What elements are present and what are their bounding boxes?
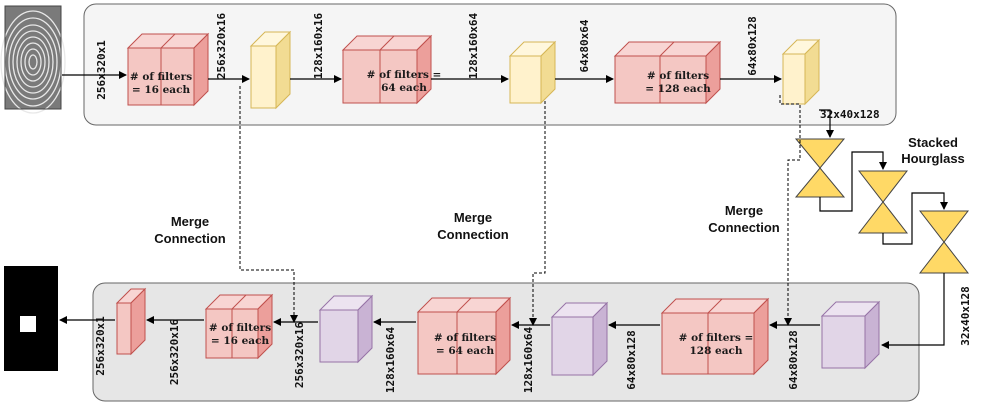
dim-enc-pool3: 32x40x128: [820, 108, 880, 121]
dim-dec-conv2-in: 128x160x64: [522, 327, 535, 394]
hourglass-2: [857, 170, 909, 234]
encoder-arrows: [62, 71, 834, 138]
decoder-conv16-label-2: = 16 each: [211, 335, 270, 347]
hourglass-1: [794, 138, 846, 198]
merge-label-1-line1: Merge: [171, 214, 209, 229]
encoder-pool-block-1: [249, 30, 292, 110]
merge-label-1-line2: Connection: [154, 231, 226, 246]
encoder-conv-block-128: # of filters = 128 each: [613, 40, 722, 105]
hourglass-label-2: Hourglass: [901, 151, 965, 166]
encoder-conv64-label-1: # of filters =: [367, 69, 442, 81]
encoder-conv-block-16: # of filters = 16 each: [126, 32, 210, 107]
dim-dec-up2: 128x160x64: [384, 327, 397, 394]
dim-dec-in: 32x40x128: [959, 286, 972, 346]
decoder-upsample-block-3: [820, 300, 881, 370]
encoder-conv16-label-1: # of filters: [130, 71, 192, 83]
merge-label-2-line1: Merge: [454, 210, 492, 225]
merge-label-3-line1: Merge: [725, 203, 763, 218]
dim-enc-pool2: 64x80x64: [578, 19, 591, 72]
encoder-pool-block-2: [508, 40, 557, 105]
decoder-conv-block-16: # of filters = 16 each: [204, 293, 274, 360]
dim-enc-conv2: 128x160x64: [467, 13, 480, 80]
hourglass-label-1: Stacked: [908, 135, 958, 150]
decoder-conv64-label-2: = 64 each: [436, 345, 495, 357]
dim-enc-conv1: 256x320x16: [215, 13, 228, 80]
merge-connections: [239, 86, 801, 326]
dim-enc-conv3: 64x80x128: [746, 16, 759, 76]
decoder-conv128-label-1: # of filters =: [679, 332, 754, 344]
hourglass-3: [918, 210, 970, 274]
encoder-conv128-label-2: = 128 each: [645, 83, 711, 95]
dim-dec-up3: 64x80x128: [625, 330, 638, 390]
decoder-conv128-label-2: 128 each: [689, 345, 742, 357]
dim-dec-up1: 256x320x16: [168, 319, 181, 386]
dim-input: 256x320x1: [95, 40, 108, 100]
hourglass-connectors: [819, 151, 948, 349]
dim-output: 256x320x1: [94, 316, 107, 376]
decoder-output-conv: [115, 287, 147, 356]
dim-enc-pool1: 128x160x16: [312, 13, 325, 80]
decoder-conv-block-128: # of filters = 128 each: [660, 297, 770, 376]
decoder-upsample-block-2: [550, 301, 609, 377]
output-mask-image: [4, 266, 58, 371]
encoder-conv64-label-2: 64 each: [381, 82, 427, 94]
input-fingerprint-image: [0, 5, 66, 114]
merge-label-2-line2: Connection: [437, 227, 509, 242]
decoder-conv64-label-1: # of filters: [434, 332, 496, 344]
decoder-upsample-block-1: [318, 294, 374, 364]
encoder-conv16-label-2: = 16 each: [132, 84, 191, 96]
merge-label-3-line2: Connection: [708, 220, 780, 235]
decoder-conv-block-64: # of filters = 64 each: [416, 296, 512, 376]
encoder-pool-block-3: [781, 38, 821, 106]
dim-dec-conv1-in: 256x320x16: [293, 322, 306, 389]
dim-dec-conv3: 64x80x128: [787, 330, 800, 390]
encoder-conv-block-64: # of filters = 64 each: [341, 34, 442, 105]
encoder-conv128-label-1: # of filters: [647, 70, 709, 82]
decoder-conv16-label-1: # of filters: [209, 322, 271, 334]
